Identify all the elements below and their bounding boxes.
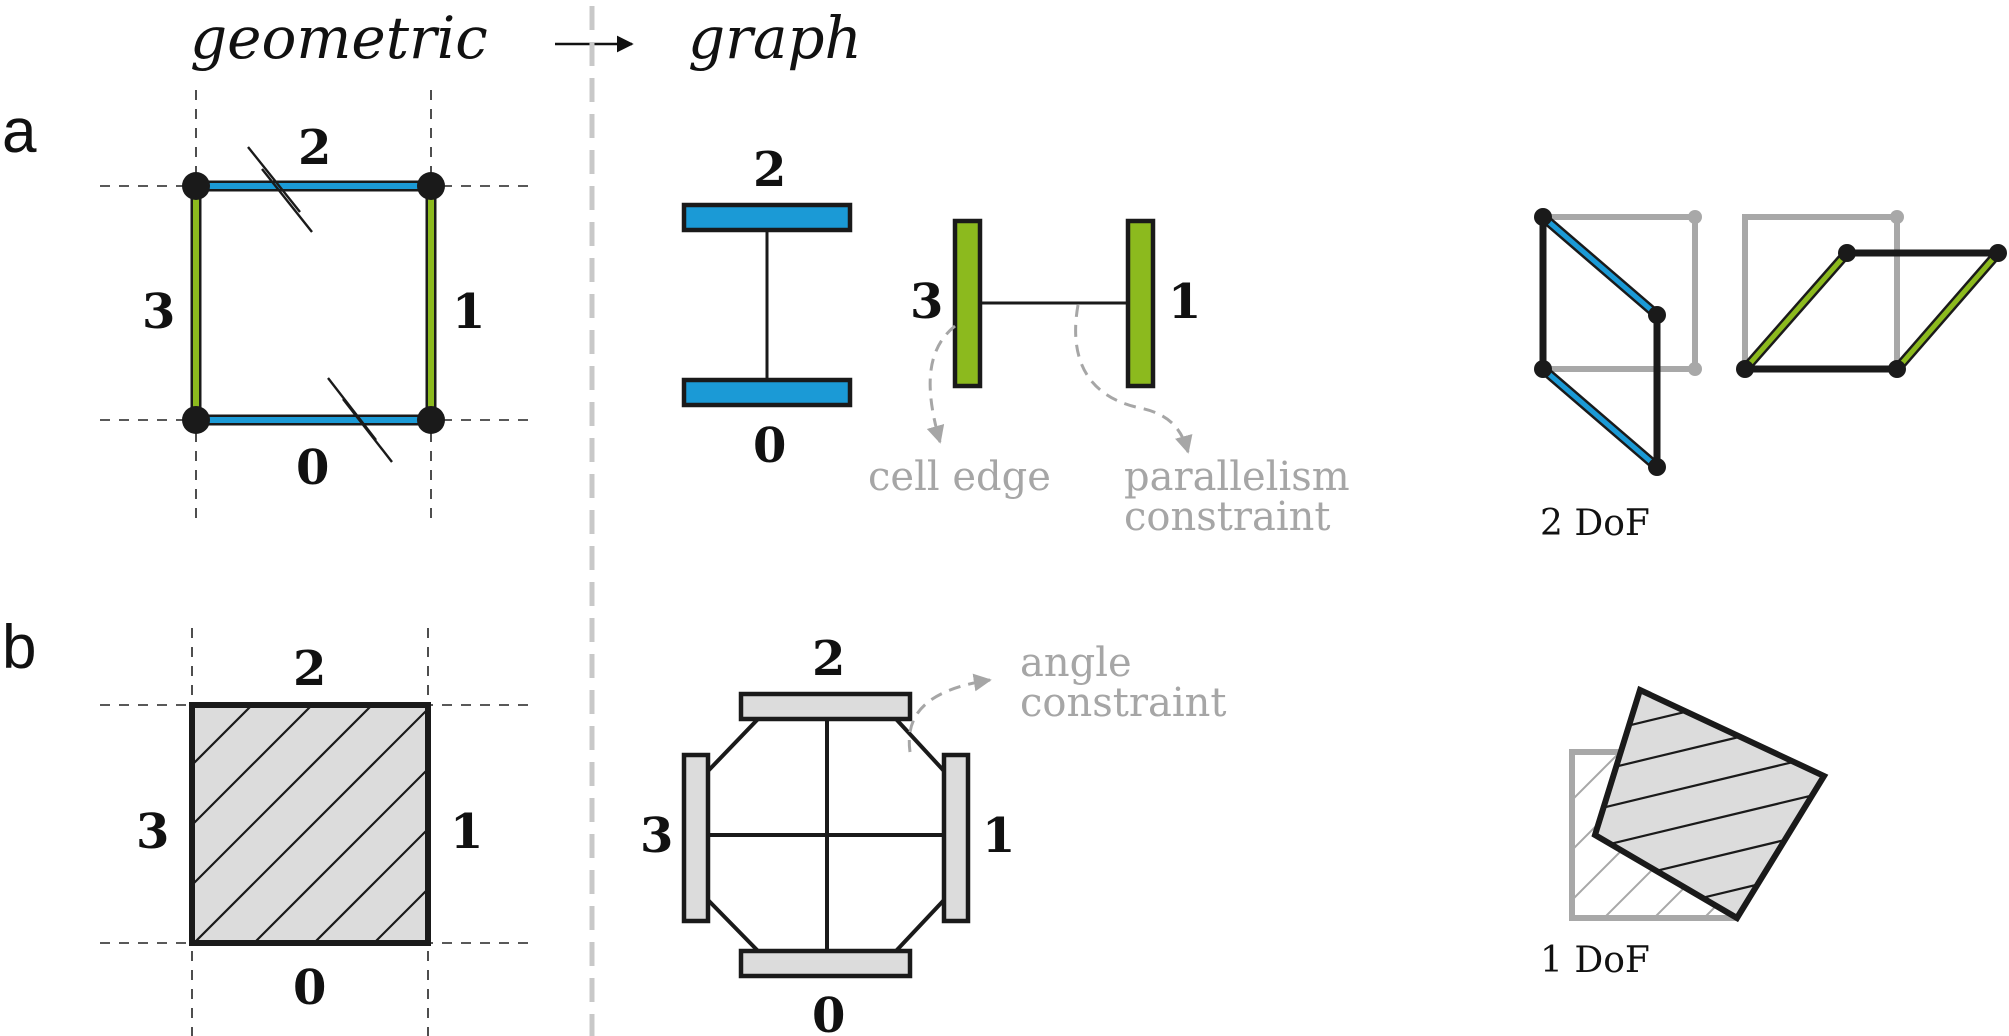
geo-b-label-top: 2 — [293, 641, 326, 697]
header-graph: graph — [688, 4, 862, 72]
graph-b-label-bottom: 0 — [812, 988, 845, 1036]
graph-node-gray-0 — [738, 948, 913, 979]
geo-b-cell — [189, 702, 431, 946]
graph-a: 2 0 3 1 cell edge parallelism constraint — [681, 142, 1350, 540]
geometric-a: 2 1 0 3 — [100, 90, 528, 518]
parallel-tick-bottom — [327, 377, 393, 463]
vertex — [182, 406, 210, 434]
graph-b-label-right: 1 — [982, 808, 1015, 864]
graph-node-gray-1 — [941, 752, 971, 924]
deformation-a-1 — [1534, 208, 1702, 476]
angle-constraint-arrow — [907, 673, 992, 753]
graph-b-label-left: 3 — [640, 808, 673, 864]
rotated-cell — [1591, 685, 1829, 923]
graph-b-edges — [706, 717, 946, 953]
graph-a-label-top: 2 — [753, 142, 786, 198]
vertex — [182, 172, 210, 200]
cell-edge-label: cell edge — [868, 454, 1051, 500]
graph-node-green-1 — [1125, 218, 1156, 389]
graph-b: 2 0 3 1 angle constraint — [640, 631, 1226, 1036]
graph-node-blue-0 — [681, 377, 853, 408]
geo-a-label-bottom: 0 — [296, 440, 329, 496]
parallelism-label-line2: constraint — [1124, 494, 1330, 540]
geometric-b: 2 1 0 3 — [100, 628, 528, 1036]
angle-label-line2: constraint — [1020, 680, 1226, 726]
dof-label-b: 1 DoF — [1540, 940, 1650, 981]
angle-label-line1: angle — [1020, 640, 1132, 686]
graph-node-green-3 — [952, 218, 983, 389]
geo-b-label-right: 1 — [450, 804, 483, 860]
geo-b-label-bottom: 0 — [293, 960, 326, 1016]
vertex — [417, 172, 445, 200]
vertex — [417, 406, 445, 434]
parallel-tick-top — [247, 146, 313, 233]
panel-label-b: b — [2, 613, 36, 682]
dof-label-a: 2 DoF — [1540, 503, 1650, 544]
graph-a-label-right: 1 — [1168, 274, 1201, 330]
graph-node-gray-2 — [738, 691, 913, 722]
graph-a-label-bottom: 0 — [753, 418, 786, 474]
geo-b-label-left: 3 — [136, 804, 169, 860]
geo-a-label-right: 1 — [452, 284, 485, 340]
graph-a-label-left: 3 — [910, 274, 943, 330]
parallelism-label-line1: parallelism — [1124, 454, 1350, 500]
geo-a-label-top: 2 — [298, 120, 331, 176]
hatch-pattern — [192, 705, 428, 943]
header-geometric: geometric — [190, 4, 488, 72]
panel-label-a: a — [2, 97, 37, 166]
graph-node-gray-3 — [681, 752, 711, 924]
graph-node-blue-2 — [681, 202, 853, 233]
cell-edge-arrow — [926, 324, 956, 444]
geo-a-label-left: 3 — [142, 284, 175, 340]
graph-b-label-top: 2 — [812, 631, 845, 687]
deformation-a-2 — [1736, 210, 2007, 378]
parallelism-arrow — [1074, 304, 1193, 454]
deformation-b — [1569, 685, 1829, 923]
